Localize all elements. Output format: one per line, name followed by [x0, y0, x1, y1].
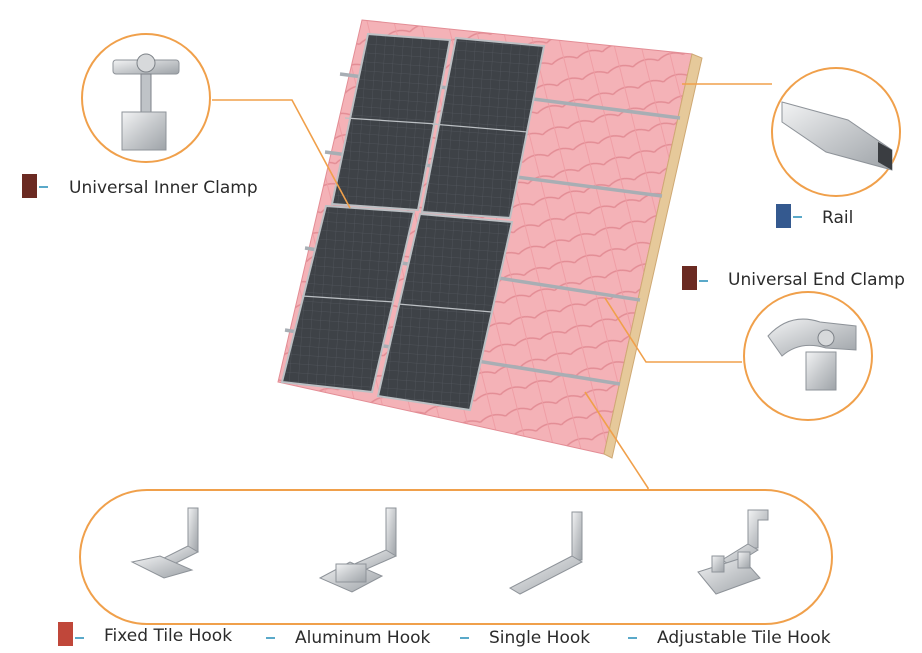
panel-divider — [344, 117, 438, 125]
aluminum-hook-illustration — [318, 507, 398, 593]
rail-callout — [771, 67, 901, 197]
rail-end-face — [878, 142, 892, 170]
inner-clamp-label: Universal Inner Clamp — [69, 178, 258, 198]
inner-clamp-leader — [212, 99, 351, 209]
aluminum-hook-dash — [266, 637, 275, 639]
inner-clamp-callout — [81, 33, 211, 163]
single-hook-label: Single Hook — [489, 628, 591, 648]
rail-dash — [793, 216, 802, 218]
roof-edge-board — [603, 53, 703, 459]
hooks-panel — [79, 489, 833, 625]
adjustable-tile-hook-dash — [628, 637, 637, 639]
clamp-nut — [121, 111, 167, 151]
panel-divider — [301, 295, 395, 303]
end-clamp-callout — [743, 291, 873, 421]
fixed-tile-hook-label: Fixed Tile Hook — [104, 626, 233, 646]
end-clamp-dash — [699, 280, 708, 282]
adjustable-tile-hook-label: Adjustable Tile Hook — [657, 628, 831, 648]
adjustable-tile-hook-illustration — [697, 509, 769, 595]
end-clamp-swatch — [682, 266, 697, 290]
inner-clamp-dash — [39, 186, 48, 188]
end-clamp-label: Universal End Clamp — [728, 270, 905, 290]
panel-divider — [431, 123, 529, 133]
clamp-bolt — [140, 73, 152, 115]
aluminum-hook-label: Aluminum Hook — [295, 628, 431, 648]
fixed-tile-hook-illustration — [130, 507, 200, 579]
clamp-bolt-head — [136, 53, 156, 73]
rail-label: Rail — [822, 208, 854, 228]
single-hook-illustration — [508, 511, 584, 595]
end-clamp-leader — [604, 297, 742, 363]
fixed-tile-hook-dash — [75, 637, 84, 639]
solar-panels — [280, 32, 546, 412]
fixed-tile-hook-swatch — [58, 622, 73, 646]
inner-clamp-swatch — [22, 174, 37, 198]
end-clamp-bolt-head — [817, 329, 835, 347]
rail-swatch — [776, 204, 791, 228]
solar-panel — [330, 32, 452, 212]
end-clamp-body — [767, 318, 857, 357]
single-hook-dash — [460, 637, 469, 639]
hooks-capsule — [79, 489, 833, 625]
panel-divider — [397, 303, 493, 313]
end-clamp-nut — [805, 351, 837, 391]
solar-panel — [376, 212, 514, 412]
